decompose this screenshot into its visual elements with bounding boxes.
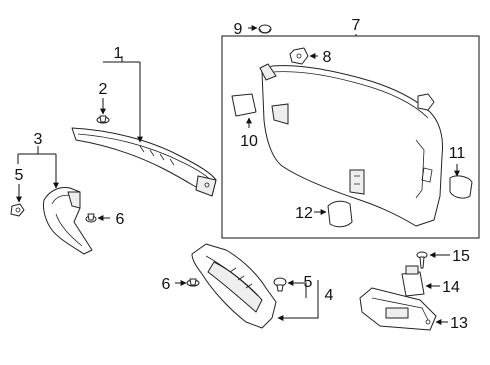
- callout-labels: 1 2 3 4 5 5 6 6 7 8 9 10 11 12 13 14 15: [15, 17, 470, 332]
- leader-5-right-drop: [300, 282, 307, 298]
- screw-part-15: [416, 251, 428, 269]
- fastener-part-9: [258, 24, 272, 34]
- callout-11: 11: [449, 145, 466, 162]
- clip-part-5-right: [273, 277, 287, 292]
- clip-part-5-left: [10, 203, 25, 217]
- leader-4-arrow: [277, 280, 319, 321]
- callout-8: 8: [323, 49, 332, 66]
- callout-14: 14: [442, 279, 460, 296]
- cover-part-10: [231, 93, 257, 117]
- clip-part-6-left: [85, 213, 97, 223]
- callout-1: 1: [114, 45, 123, 62]
- liftgate-group-frame: [221, 35, 480, 239]
- cover-part-11: [449, 175, 473, 199]
- leader-lines: [16, 25, 460, 325]
- lower-pillar-trim-part-4: [191, 243, 277, 329]
- callout-7: 7: [352, 17, 361, 34]
- clip-near-top-right: [417, 93, 435, 111]
- upper-trim-panel: [71, 127, 217, 197]
- callout-13: 13: [450, 315, 468, 332]
- callout-10: 10: [240, 133, 258, 150]
- clip-part-8: [289, 47, 309, 65]
- callout-5-right: 5: [304, 274, 313, 291]
- callout-3: 3: [34, 131, 43, 148]
- callout-6-right: 6: [162, 276, 171, 293]
- callout-4: 4: [325, 287, 334, 304]
- pillar-trim-part-3: [43, 187, 93, 255]
- callout-6-left: 6: [116, 211, 125, 228]
- callout-5-left: 5: [15, 167, 24, 184]
- callout-12: 12: [295, 205, 313, 222]
- switch-housing-part-13: [359, 287, 437, 331]
- callout-2: 2: [99, 81, 108, 98]
- callout-15: 15: [452, 248, 470, 265]
- switch-part-14: [401, 265, 425, 297]
- cover-part-12: [327, 200, 353, 228]
- callout-9: 9: [234, 21, 243, 38]
- clip-part-2: [96, 115, 110, 124]
- clip-part-6-right: [186, 278, 200, 287]
- liftgate-trim-panel-part-7: [259, 63, 443, 227]
